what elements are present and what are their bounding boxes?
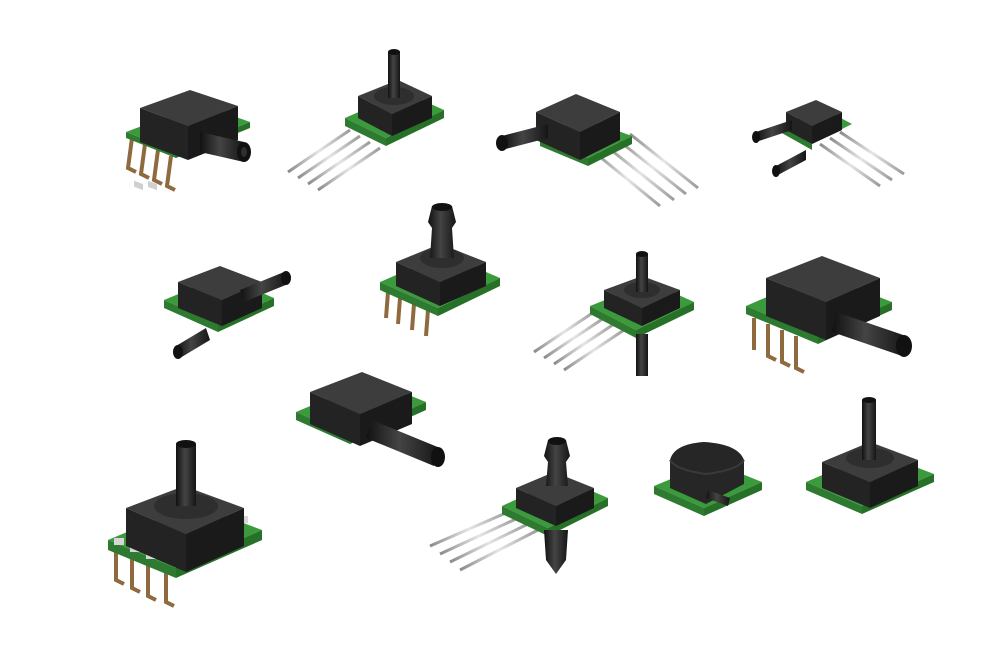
sensor-10-large-top-port-dip [108,440,262,608]
sensor-9-side-port-dip-long [296,372,445,504]
sensor-2-top-port-sip [287,49,444,192]
sensor-8-large-side-port-dip [746,256,912,374]
sensor-11-barb-dual-port-sip [429,437,608,574]
sensor-12-small-side-port-dip [654,442,762,558]
sensor-13-top-port-dip [806,397,934,554]
sensor-3-side-port-sip [496,94,699,208]
sensor-7-dual-vertical-port-sip [533,251,694,376]
sensor-6-barb-port-dip [380,203,500,337]
sensor-5-dual-port-dip [164,266,291,380]
sensor-1-side-port-dip [125,90,251,192]
sensor-4-dual-port-sip [752,100,905,188]
